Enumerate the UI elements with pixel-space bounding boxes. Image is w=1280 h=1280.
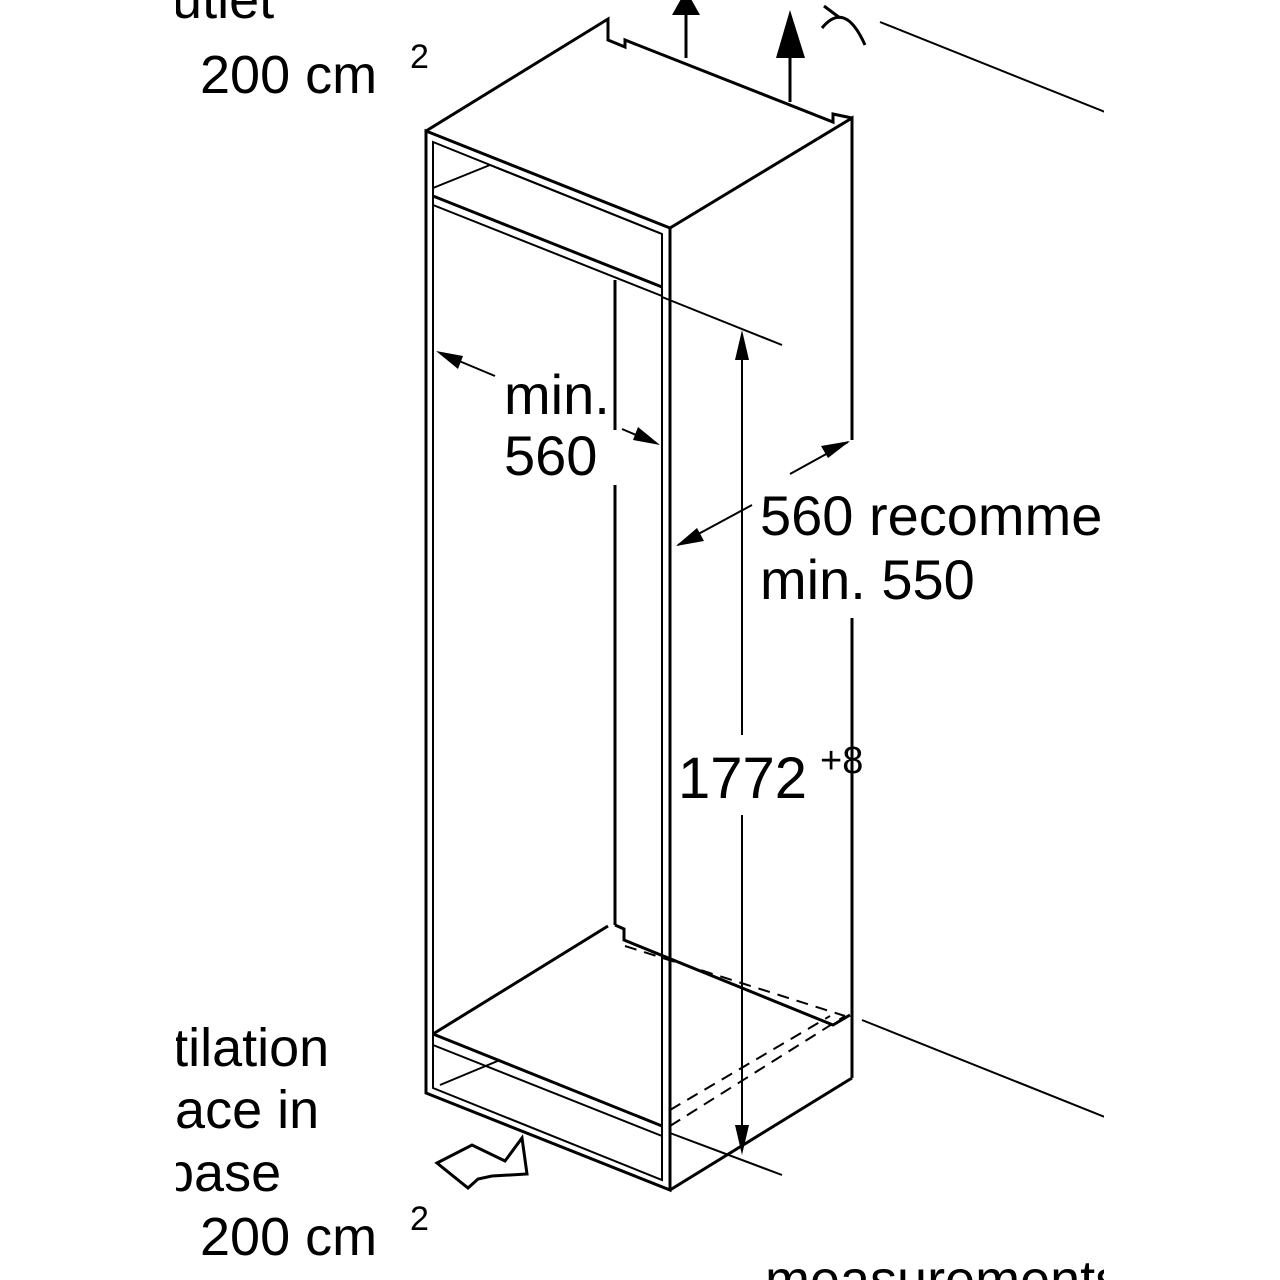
inner-width-arrow-left [436, 351, 463, 369]
outlet-arrow-2-head [776, 10, 805, 58]
height-dimension [669, 330, 783, 1176]
niche-right-side [669, 115, 854, 440]
base-plinth-diagonal [439, 1059, 501, 1086]
hidden-edge-2 [669, 1015, 846, 1127]
top-shelf-rear-edge [432, 204, 663, 297]
niche-cabinet [424, 16, 854, 1193]
outlet-area-exponent: 2 [410, 38, 429, 76]
inlet-area-exponent: 2 [410, 1200, 429, 1238]
outlet-airflow-arrows [672, 0, 867, 102]
wall-line-bottom [861, 1019, 1104, 1118]
depth-dimension [661, 296, 850, 546]
wall-reference-lines [861, 21, 1104, 1118]
bottom-shelf-rear-edge [432, 1044, 663, 1137]
hidden-edge-3 [669, 1015, 831, 1111]
measurement-note: measurements [765, 1250, 1122, 1280]
inlet-label-line1: Ventilation [80, 1018, 329, 1078]
niche-front-inner [432, 140, 663, 1182]
inner-width-arrow-right [633, 427, 660, 445]
inner-width-label-line1: min. [504, 363, 610, 426]
top-shelf-inner-edge-2 [489, 164, 663, 235]
depth-label-line2: min. 550 [760, 548, 975, 611]
niche-bottom-edge [669, 1076, 853, 1192]
inlet-label-line2: space in [118, 1080, 319, 1140]
rear-inner-notch [614, 923, 851, 1027]
height-arrow-top [735, 330, 749, 360]
depth-arrow-left [676, 528, 704, 546]
outlet-arrow-1-head [672, 0, 700, 15]
height-extension-bottom [669, 1132, 783, 1176]
outlet-arrow-3-tick [823, 4, 841, 20]
outlet-label: outlet [142, 0, 274, 30]
inner-width-dimension [436, 351, 660, 445]
height-arrow-bottom [735, 1125, 749, 1155]
niche-front-outer [424, 128, 672, 1193]
top-shelf-inner-edge [432, 164, 491, 189]
depth-label-line1: 560 recommended [760, 484, 1227, 547]
niche-top-panel [425, 16, 853, 133]
inlet-area-value: 200 cm [200, 1207, 377, 1267]
height-label-value: 1772 [678, 746, 807, 811]
inner-width-label-line2: 560 [504, 424, 597, 487]
depth-arrow-right [821, 441, 850, 458]
wall-line-top [879, 21, 1104, 113]
height-label-tolerance: +8 [820, 740, 863, 782]
inlet-label-line3: base [164, 1143, 281, 1203]
top-shelf-front-edge [432, 194, 663, 289]
outlet-arrow-3-curve [820, 15, 867, 46]
bottom-shelf-diagonal [432, 924, 609, 1036]
hidden-edge-1 [624, 945, 846, 1017]
outlet-area-value: 200 cm [200, 45, 377, 105]
text-labels: outlet 200 cm 2 Ventilation space in bas… [80, 0, 429, 1267]
depth-extension-line [661, 296, 783, 346]
bottom-shelf-front-edge [432, 1032, 663, 1128]
inlet-airflow-arrow [434, 1134, 529, 1190]
